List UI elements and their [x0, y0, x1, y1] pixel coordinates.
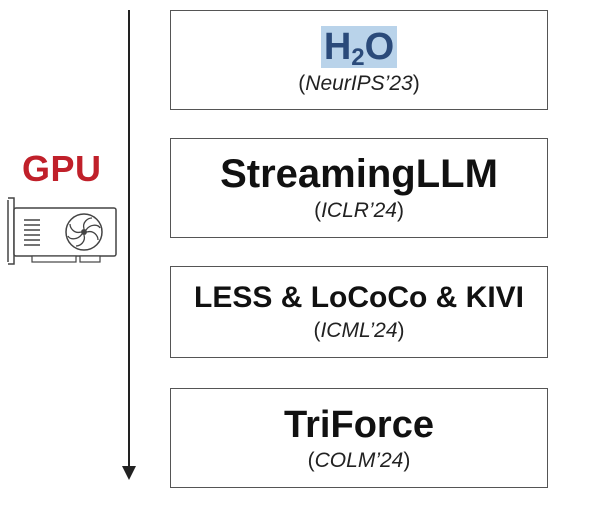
method-venue: (ICML’24) — [313, 319, 405, 342]
method-title: H2O — [320, 26, 398, 70]
timeline-arrow-head — [122, 466, 136, 480]
gpu-label: GPU — [22, 148, 102, 189]
method-venue: (ICLR’24) — [314, 199, 404, 222]
method-box-triforce: TriForce (COLM’24) — [170, 388, 548, 488]
method-venue: (NeurIPS’23) — [298, 72, 420, 95]
method-title: LESS & LoCoCo & KIVI — [194, 281, 524, 314]
method-box-streamingllm: StreamingLLM (ICLR’24) — [170, 138, 548, 238]
method-box-h2o: H2O (NeurIPS’23) — [170, 10, 548, 110]
method-venue: (COLM’24) — [307, 449, 411, 472]
method-title: StreamingLLM — [220, 152, 498, 196]
method-box-less-lococo-kivi: LESS & LoCoCo & KIVI (ICML’24) — [170, 266, 548, 358]
gpu-card-icon — [7, 197, 117, 265]
method-title: TriForce — [284, 404, 434, 446]
timeline-arrow-line — [128, 10, 130, 468]
